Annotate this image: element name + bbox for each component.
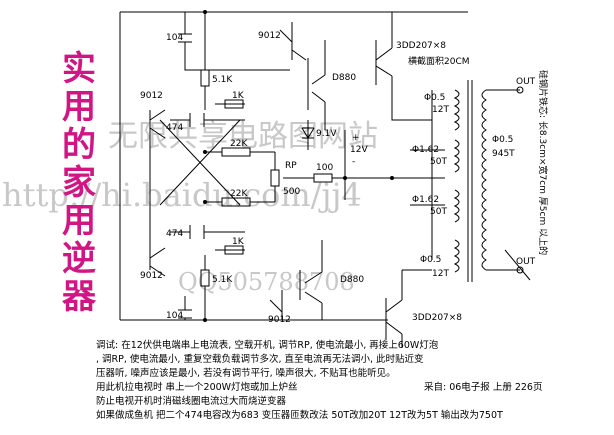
label-cap-mid-bottom: 474 [166,229,183,239]
resistor-symbol [221,197,251,207]
resistor-symbol [270,169,280,187]
label-t-left-top: 9012 [140,91,163,101]
coil-w4 [453,239,460,273]
resistor-symbol [200,269,210,287]
label-cap-bottom: 104 [166,311,183,321]
capacitor-symbol [178,309,192,319]
label-core-area: 横截面积20CM [408,55,470,67]
label-cap-top: 104 [166,33,183,43]
label-ws-wire: Φ0.5 [492,135,513,145]
resistor-symbol [224,99,244,109]
label-t-driver-bottom: 9012 [268,315,291,325]
title-char: 逆 [62,239,96,279]
junction-dot [203,150,207,154]
note-line4: 用此机拉电视时 串上一个200W灯炮或加上炉丝 [96,381,298,393]
label-100: 100 [316,163,333,173]
transistor-symbol [149,109,166,139]
capacitor-symbol [189,225,205,239]
label-cap-mid-top: 474 [166,123,183,133]
label-1k-top: 1K [232,91,245,101]
coil-w3 [453,189,460,223]
label-w3-turns: 50T [430,207,447,217]
resistor-symbol [224,245,244,255]
watermark-line3: QQ505788708 [178,268,355,296]
label-22k-bottom: 22K [230,189,248,199]
label-d880-top: D880 [332,73,356,83]
note-line1: 调试: 在12伏供电端串上电流表, 空载开机, 调节RP, 使电流最小, 再接上… [96,339,439,351]
resistor-symbol [313,173,333,183]
title-char: 家 [62,163,96,203]
label-plus: + [352,133,360,143]
label-22k-top: 22K [230,139,248,149]
label-minus: - [352,157,355,167]
label-w2-turns: 50T [430,157,447,167]
junction-dot [343,176,347,180]
note-line6: 如果做成鱼机 把二个474电容改为683 变压器匝数改法 50T改加20T 12… [96,409,503,421]
title-char: 用 [62,87,96,127]
wiring [119,11,520,348]
label-w1-turns: 12T [432,105,449,115]
label-12v: 12V [350,145,368,155]
label-1k-bottom: 1K [232,237,245,247]
terminal-circle [516,86,524,94]
label-ws-turns: 945T [492,149,515,159]
label-w3-wire: Φ1.62 [412,195,439,205]
coil-w1 [453,89,460,131]
label-zener: 9.1V [316,129,337,139]
label-out-top: OUT [516,77,536,87]
label-q-top: 3DD207×8 [396,41,446,51]
label-w2-wire: Φ1.62 [412,145,439,155]
capacitor-symbol [189,113,205,127]
label-5k1-top: 5.1K [212,75,233,85]
adjustable-symbol [504,249,531,281]
title-char: 的 [62,125,96,165]
note-line3: 压器听, 噪声应该是最小, 若没有调节平行, 噪声很大, 不贴耳也能听见。 [96,367,396,379]
terminal-circle [516,266,524,274]
resistor-symbol [221,147,251,157]
junction-dot [390,176,394,180]
transformer-coils [453,89,487,273]
junction-dot [203,10,207,14]
capacitor-symbol [178,33,192,43]
component-symbols [149,33,531,319]
notes: 调试: 在12伏供电端串上电流表, 空载开机, 调节RP, 使电流最小, 再接上… [96,339,542,421]
label-q-bottom: 3DD207×8 [412,313,462,323]
label-out-bottom: OUT [516,257,536,267]
title-char: 器 [62,277,97,317]
junction-dot [203,200,207,204]
coil-w2 [453,139,460,173]
label-w1-wire: Φ0.5 [424,93,445,103]
junctions [203,10,524,322]
title-char: 实 [62,49,96,89]
note-line5: 防止电视开机时消磁线圈电流过大而烧逆变器 [96,395,287,407]
transistor-symbol [149,247,166,277]
junction-dot [203,318,207,322]
label-core-spec: 硅钢片铁芯: 长8.3cm×宽7cm 厚5cm 以上的 [537,70,549,255]
label-5k1-bottom: 5.1K [212,275,233,285]
note-source: 采自: 06电子报 上册 226页 [424,381,542,393]
vertical-title: 实 用 的 家 用 逆 器 [62,49,97,317]
label-d880-bottom: D880 [340,275,364,285]
label-t-left-bottom: 9012 [140,271,163,281]
label-t-driver-top: 9012 [258,31,281,41]
note-line2: , 调RP, 使电流最小, 重复空载负载调节多次, 直至电流再无法调小, 此时贴… [96,353,424,365]
title-char: 用 [62,201,96,241]
coil-secondary [481,89,487,271]
component-labels: 104 9012 D880 5.1K 9012 1K 474 9.1V 22K … [140,31,549,325]
resistor-symbol [200,69,210,87]
label-w4-turns: 12T [432,269,449,279]
label-rp: RP [285,161,297,171]
label-w4-wire: Φ0.5 [420,255,441,265]
label-rp-val: 500 [283,187,300,197]
zener-symbol [301,127,315,139]
